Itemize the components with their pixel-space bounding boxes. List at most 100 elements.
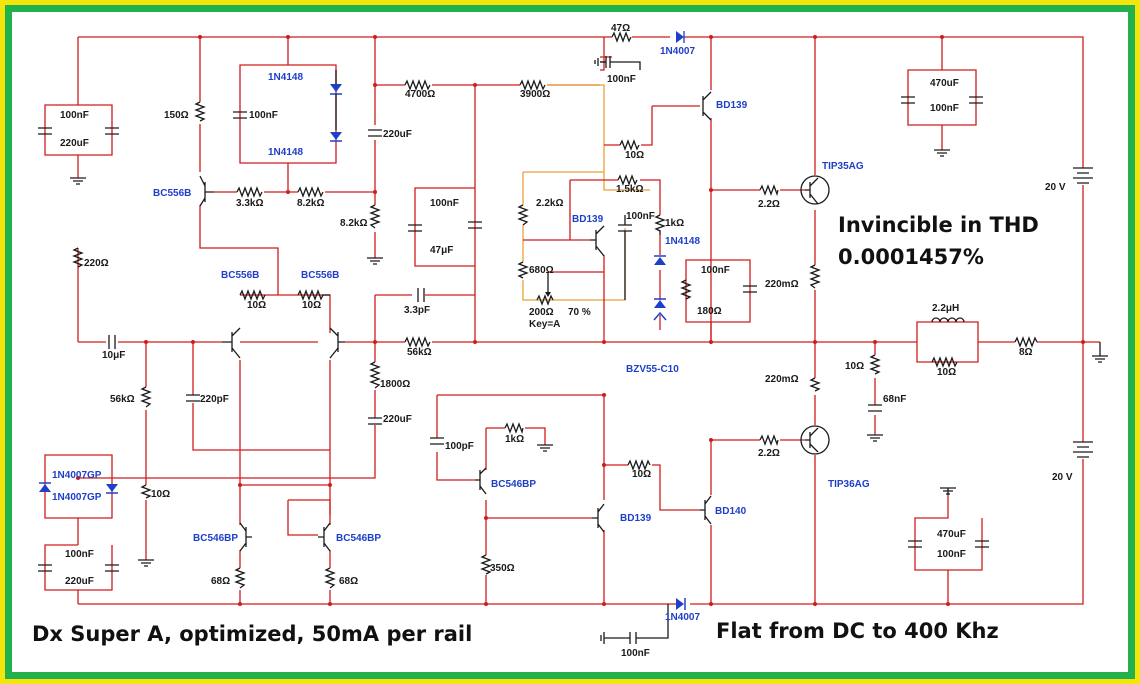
svg-text:220pF: 220pF xyxy=(200,394,229,405)
svg-text:1N4007GP: 1N4007GP xyxy=(52,492,102,503)
cap-220p xyxy=(186,394,200,402)
headline-line-1: Invincible in THD xyxy=(838,213,1039,237)
svg-text:100nF: 100nF xyxy=(937,549,966,560)
svg-text:100nF: 100nF xyxy=(249,110,278,121)
cap-3p3 xyxy=(417,288,425,302)
wiring xyxy=(44,37,1083,604)
resistor-47 xyxy=(611,31,632,43)
svg-text:100nF: 100nF xyxy=(701,265,730,276)
svg-text:1N4007: 1N4007 xyxy=(665,612,700,623)
svg-text:470uF: 470uF xyxy=(930,78,959,89)
transistor-bc546bp-c xyxy=(318,522,331,552)
cap-220u-c xyxy=(368,417,382,425)
resistor-4700 xyxy=(404,79,431,91)
resistor-1k5 xyxy=(617,174,638,186)
svg-text:47Ω: 47Ω xyxy=(611,23,630,34)
svg-text:220uF: 220uF xyxy=(65,576,94,587)
footer-left-caption: Dx Super A, optimized, 50mA per rail xyxy=(32,622,472,646)
svg-text:10Ω: 10Ω xyxy=(625,150,644,161)
resistor-8 xyxy=(1014,336,1038,348)
svg-text:BC546BP: BC546BP xyxy=(491,479,536,490)
resistor-8k2-a xyxy=(297,186,324,198)
svg-text:100nF: 100nF xyxy=(65,549,94,560)
cap-68n xyxy=(868,404,882,412)
ground-1 xyxy=(70,177,86,185)
diode-1n4007-top xyxy=(676,31,684,43)
zener-bzv55 xyxy=(654,300,666,308)
svg-text:10Ω: 10Ω xyxy=(632,469,651,480)
transistor-bc556b-2 xyxy=(222,327,241,359)
svg-text:350Ω: 350Ω xyxy=(490,563,515,574)
svg-text:100nF: 100nF xyxy=(930,103,959,114)
resistor-3900 xyxy=(519,79,546,91)
resistor-10-z xyxy=(869,354,881,375)
svg-text:Key=A: Key=A xyxy=(529,319,560,330)
resistor-2r2-a xyxy=(759,184,779,197)
diode-1n4148-a xyxy=(330,84,342,92)
svg-text:1N4007: 1N4007 xyxy=(660,46,695,57)
cap-100n-top-r xyxy=(969,96,983,104)
resistor-68-b xyxy=(324,567,336,589)
ground-8 xyxy=(940,487,956,495)
resistor-220 xyxy=(72,247,84,268)
resistor-2r2-b xyxy=(759,434,779,447)
inductor-2u2 xyxy=(931,317,965,323)
footer-right-caption: Flat from DC to 400 Khz xyxy=(716,619,999,643)
svg-text:10Ω: 10Ω xyxy=(151,489,170,500)
resistor-350 xyxy=(480,554,492,575)
svg-text:1N4148: 1N4148 xyxy=(268,72,303,83)
svg-text:47μF: 47μF xyxy=(430,245,453,256)
resistor-1800 xyxy=(369,361,381,389)
svg-text:3.3pF: 3.3pF xyxy=(404,305,430,316)
headline-line-2: 0.0001457% xyxy=(838,245,984,269)
svg-text:8Ω: 8Ω xyxy=(1019,347,1033,358)
svg-text:10Ω: 10Ω xyxy=(247,300,266,311)
transistor-bd139-mid xyxy=(590,225,605,257)
svg-text:BC556B: BC556B xyxy=(153,188,191,199)
ground-6 xyxy=(537,444,553,452)
resistor-220m-b xyxy=(809,377,821,392)
component-labels: 47Ω 1N4007 100nF 100nF 220uF 150Ω 1N4148… xyxy=(52,23,1073,659)
svg-text:8.2kΩ: 8.2kΩ xyxy=(340,218,367,229)
ground-2 xyxy=(367,257,383,265)
cap-100n-b xyxy=(408,224,422,232)
resistor-8k2-b xyxy=(369,204,381,229)
svg-text:20 V: 20 V xyxy=(1052,472,1073,483)
svg-text:470uF: 470uF xyxy=(937,529,966,540)
resistor-1k-b xyxy=(504,422,524,435)
resistor-10-e xyxy=(140,484,152,499)
transistor-bc546bp-a xyxy=(475,467,487,495)
svg-text:BZV55-C10: BZV55-C10 xyxy=(626,364,679,375)
resistor-180 xyxy=(680,279,692,300)
svg-text:BD139: BD139 xyxy=(572,214,604,225)
svg-text:680Ω: 680Ω xyxy=(529,265,554,276)
svg-text:BD140: BD140 xyxy=(715,506,747,517)
svg-text:BC556B: BC556B xyxy=(221,270,259,281)
svg-text:100nF: 100nF xyxy=(430,198,459,209)
svg-text:68nF: 68nF xyxy=(883,394,906,405)
svg-text:1kΩ: 1kΩ xyxy=(505,434,524,445)
svg-text:2.2Ω: 2.2Ω xyxy=(758,448,780,459)
transistor-tip35 xyxy=(800,175,830,205)
svg-text:100pF: 100pF xyxy=(445,441,474,452)
svg-text:2.2μH: 2.2μH xyxy=(932,303,959,314)
svg-text:1N4007GP: 1N4007GP xyxy=(52,470,102,481)
resistor-680 xyxy=(517,261,529,279)
svg-text:BC546BP: BC546BP xyxy=(193,533,238,544)
svg-text:220uF: 220uF xyxy=(383,414,412,425)
cap-470u-bot xyxy=(908,540,922,548)
svg-text:1N4148: 1N4148 xyxy=(665,236,700,247)
battery-20v-top xyxy=(1073,167,1093,184)
svg-text:BC546BP: BC546BP xyxy=(336,533,381,544)
svg-text:56kΩ: 56kΩ xyxy=(110,394,135,405)
svg-text:1800Ω: 1800Ω xyxy=(380,379,410,390)
diode-1n4007gp-2 xyxy=(106,484,118,492)
resistor-10-d xyxy=(627,459,651,471)
svg-text:220Ω: 220Ω xyxy=(84,258,109,269)
cap-100n-e xyxy=(38,564,52,572)
ground-10 xyxy=(600,632,610,644)
svg-text:BC556B: BC556B xyxy=(301,270,339,281)
svg-text:2.2kΩ: 2.2kΩ xyxy=(536,198,563,209)
svg-text:10Ω: 10Ω xyxy=(302,300,321,311)
resistor-10-l xyxy=(931,356,958,368)
